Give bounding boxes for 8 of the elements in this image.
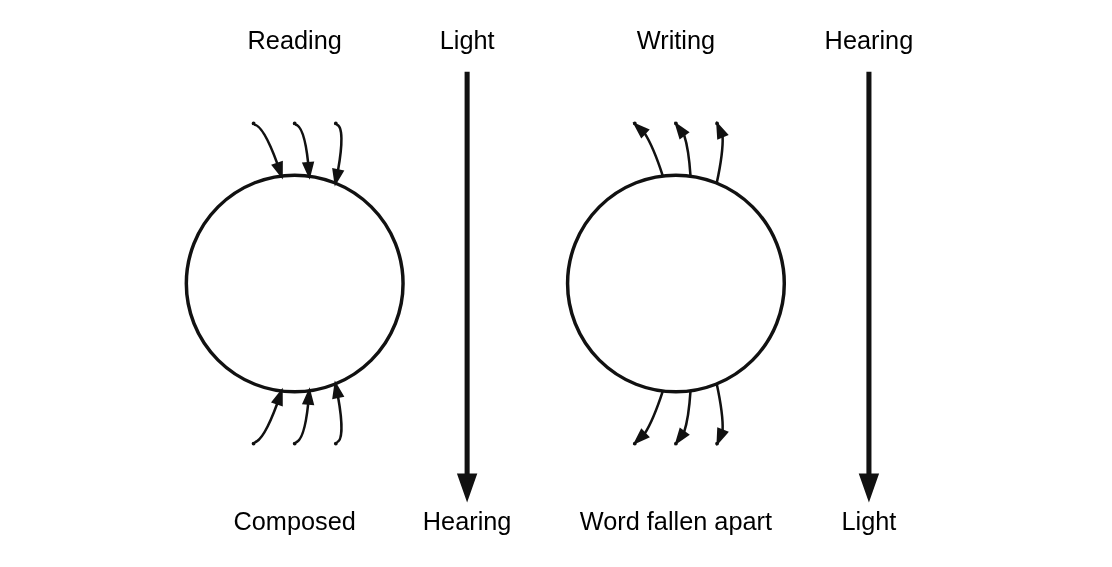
label: Writing: [636, 26, 715, 55]
label: Word fallen apart: [579, 506, 772, 535]
node-text: Hearing: [422, 506, 511, 535]
node-text: Light: [439, 26, 495, 55]
node-text: Light: [841, 506, 896, 535]
label: Reading: [247, 26, 342, 55]
label: Composed: [233, 506, 356, 535]
node-text: Hearing: [824, 26, 913, 55]
